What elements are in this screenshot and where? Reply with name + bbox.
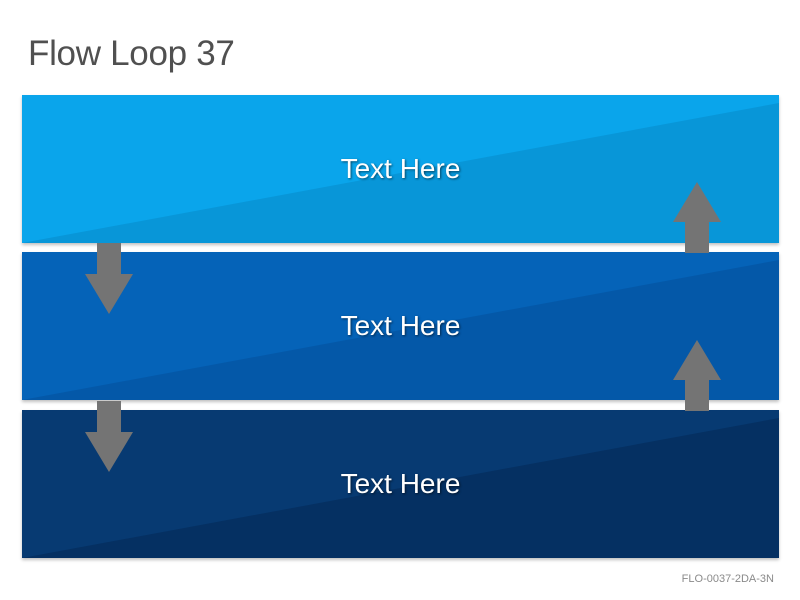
band-3-shading <box>22 410 779 558</box>
band-1-shading <box>22 95 779 243</box>
slide-title: Flow Loop 37 <box>28 34 235 73</box>
arrow-down-icon <box>85 243 133 314</box>
slide-code: FLO-0037-2DA-3N <box>681 573 774 585</box>
flow-band-3: Text Here <box>22 410 779 558</box>
band-3-label: Text Here <box>340 468 461 499</box>
arrow-up-icon <box>673 340 721 411</box>
band-3-diagonal <box>22 418 779 558</box>
arrow-up-icon <box>673 182 721 253</box>
flow-band-2: Text Here <box>22 252 779 400</box>
arrow-down-icon <box>85 401 133 472</box>
band-2-diagonal <box>22 260 779 400</box>
band-2-shading <box>22 252 779 400</box>
band-1-label: Text Here <box>340 153 461 184</box>
band-1-diagonal <box>22 103 779 243</box>
band-2-label: Text Here <box>340 310 461 341</box>
flow-band-1: Text Here <box>22 95 779 243</box>
